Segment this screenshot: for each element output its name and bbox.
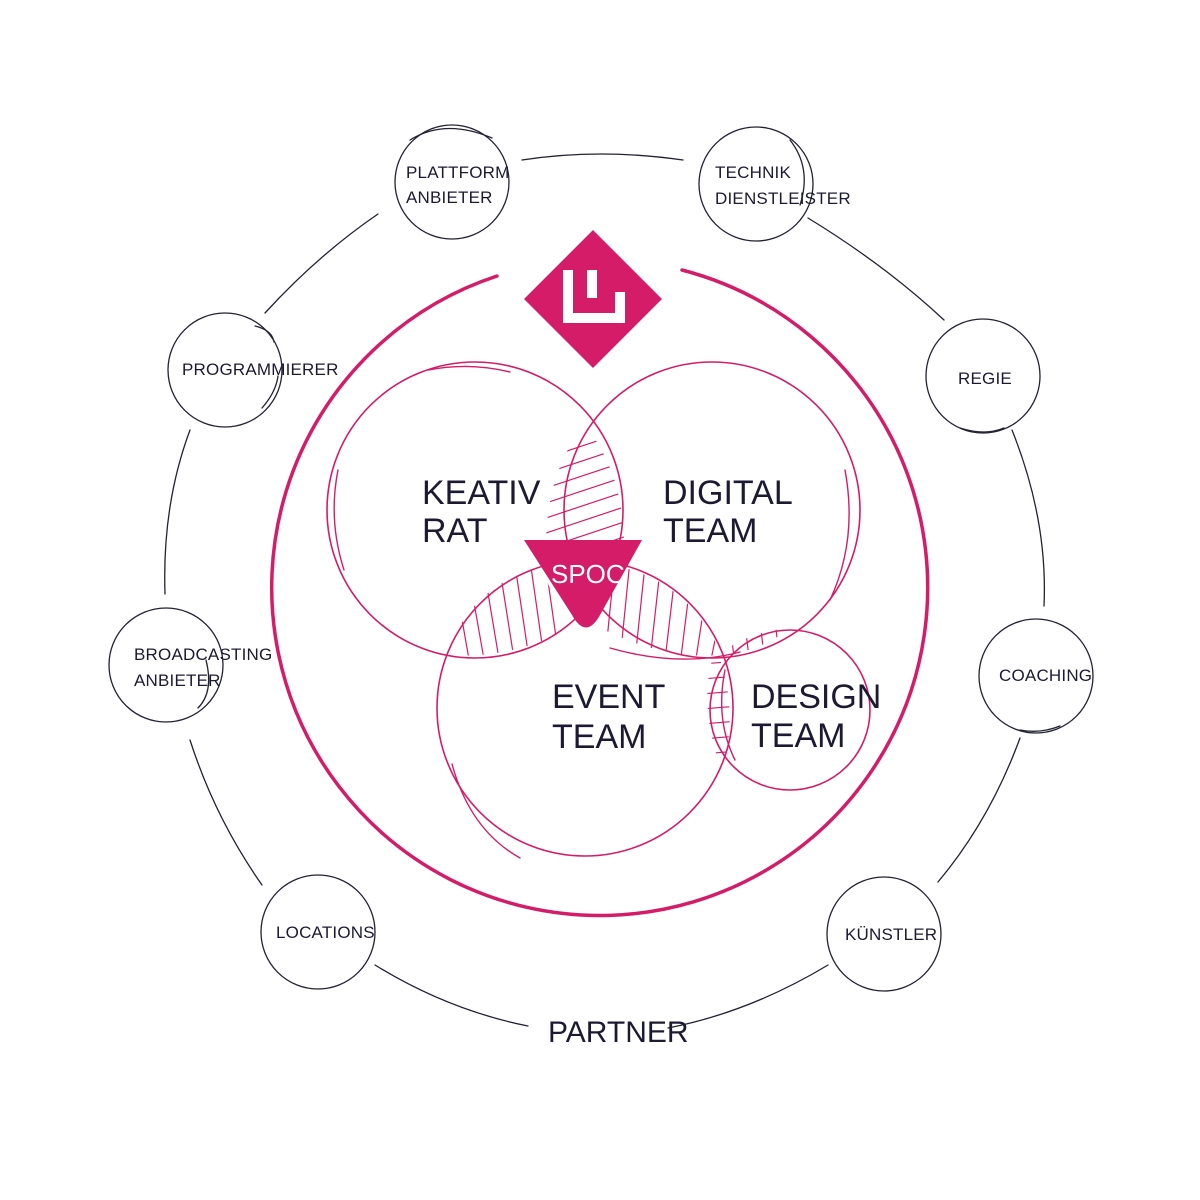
partner-labels: PLATTFORM ANBIETER TECHNIK DIENSTLEISTER… [134,163,1092,944]
team-labels: KEATIV RAT DIGITAL TEAM EVENT TEAM DESIG… [422,474,881,756]
connector-broadcasting-programmierer [164,429,191,595]
label-coaching: COACHING [999,666,1092,685]
label-plattform-anbieter-2: ANBIETER [406,188,493,207]
label-technik-dienstleister: TECHNIK [715,163,791,182]
partner-node-locations [260,874,376,990]
connector-regie-coaching [1011,429,1046,607]
label-programmierer: PROGRAMMIERER [182,360,339,379]
team-circle-keativ-rat [326,361,624,659]
label-regie: REGIE [958,369,1012,388]
connector-coaching-kuenstler [937,737,1021,883]
spoc-marker: SPOC [524,540,642,628]
team-label-digital-team-2: TEAM [663,512,757,550]
diamond-logo-icon [524,230,662,368]
partner-node-coaching [978,618,1094,734]
label-locations: LOCATIONS [276,923,375,942]
label-broadcasting-anbieter-2: ANBIETER [134,671,221,690]
connector-technik-regie [807,217,945,321]
connector-partner-locations [374,964,529,1027]
label-technik-dienstleister-2: DIENSTLEISTER [715,189,851,208]
team-circle-design-team [709,629,871,791]
partner-node-kuenstler [826,876,942,992]
label-plattform-anbieter: PLATTFORM [406,163,510,182]
team-label-design-team: DESIGN [751,678,881,716]
partner-node-technik-dienstleister [698,126,814,242]
partner-node-regie [925,318,1041,434]
team-label-event-team: EVENT [552,678,665,716]
partner-nodes [108,124,1094,992]
team-label-digital-team: DIGITAL [663,474,793,512]
partner-node-programmierer [167,312,283,428]
connector-plattform-technik [521,153,684,161]
label-kuenstler: KÜNSTLER [845,925,937,944]
team-label-keativ-rat-2: RAT [422,512,487,550]
connector-kuenstler-partner [667,964,829,1029]
partner-node-plattform-anbieter [394,124,510,240]
team-circle-digital-team [563,361,861,660]
partner-ring-title: PARTNER [548,1016,689,1049]
team-label-event-team-2: TEAM [552,718,646,756]
spoc-label: SPOC [551,559,625,589]
partner-node-broadcasting-anbieter [108,607,224,723]
outer-ring-connectors [164,153,1046,1029]
label-broadcasting-anbieter: BROADCASTING [134,645,272,664]
team-label-keativ-rat: KEATIV [422,474,541,512]
core-team-circle [270,268,930,918]
connector-locations-broadcasting [189,739,263,886]
connector-programmierer-plattform [264,213,379,314]
team-label-design-team-2: TEAM [751,717,845,755]
